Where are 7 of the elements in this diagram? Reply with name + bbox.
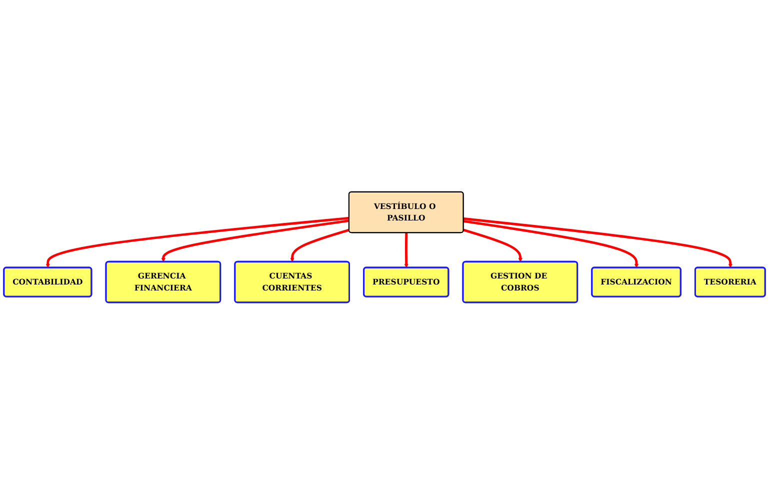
arrow — [463, 228, 522, 262]
arrow — [404, 232, 408, 268]
arrow — [46, 216, 350, 268]
arrow — [463, 220, 639, 268]
arrow — [161, 219, 350, 262]
arrow — [290, 228, 350, 262]
arrow — [463, 217, 732, 268]
